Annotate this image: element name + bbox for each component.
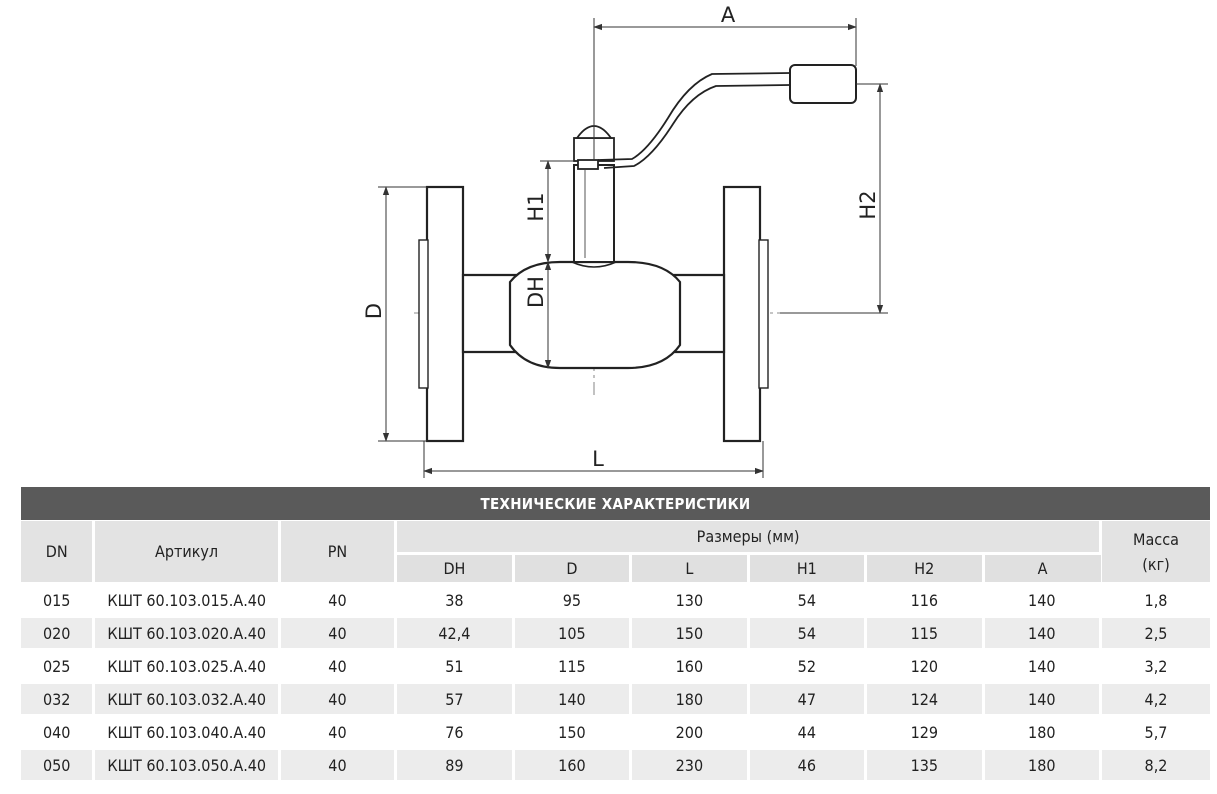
- table-row: 020 КШТ 60.103.020.А.40 40 42,4 105 150 …: [21, 616, 1210, 651]
- cell-l: 150: [630, 616, 750, 651]
- cell-d: 150: [513, 715, 633, 750]
- header-article: Артикул: [93, 520, 281, 585]
- header-mass-label: Масса: [1133, 529, 1179, 549]
- cell-h2: 120: [865, 649, 985, 684]
- table-row: 040 КШТ 60.103.040.А.40 40 76 150 200 44…: [21, 715, 1210, 750]
- cell-d: 140: [513, 682, 633, 717]
- cell-a: 140: [983, 682, 1103, 717]
- cell-mass: 8,2: [1100, 748, 1210, 783]
- cell-h2: 116: [865, 583, 985, 618]
- cell-dh: 89: [395, 748, 515, 783]
- cell-l: 130: [630, 583, 750, 618]
- cell-pn: 40: [279, 649, 398, 684]
- left-flange: [418, 185, 465, 443]
- table-title: ТЕХНИЧЕСКИЕ ХАРАКТЕРИСТИКИ: [21, 487, 1210, 521]
- cell-pn: 40: [279, 682, 398, 717]
- valve-stem: [573, 164, 615, 263]
- cell-h2: 129: [865, 715, 985, 750]
- dim-label-h1: H1: [524, 192, 548, 221]
- cell-pn: 40: [279, 715, 398, 750]
- cell-h2: 124: [865, 682, 985, 717]
- dim-label-l: L: [592, 447, 604, 471]
- cell-h2: 135: [865, 748, 985, 783]
- cell-mass: 4,2: [1100, 682, 1210, 717]
- table-row: 050 КШТ 60.103.050.А.40 40 89 160 230 46…: [21, 748, 1210, 783]
- cell-h1: 52: [748, 649, 868, 684]
- specifications-table: ТЕХНИЧЕСКИЕ ХАРАКТЕРИСТИКИ DN Артикул PN…: [21, 487, 1210, 783]
- header-l: L: [630, 553, 750, 585]
- cell-l: 200: [630, 715, 750, 750]
- table-row: 015 КШТ 60.103.015.А.40 40 38 95 130 54 …: [21, 583, 1210, 618]
- cell-d: 160: [513, 748, 633, 783]
- cell-dh: 57: [395, 682, 515, 717]
- cell-dh: 38: [395, 583, 515, 618]
- table-row: 032 КШТ 60.103.032.А.40 40 57 140 180 47…: [21, 682, 1210, 717]
- cell-dn: 050: [21, 748, 96, 783]
- cell-a: 140: [983, 649, 1103, 684]
- cell-dn: 020: [21, 616, 96, 651]
- cell-h1: 44: [748, 715, 868, 750]
- cell-dn: 015: [21, 583, 96, 618]
- header-h2: H2: [865, 553, 985, 585]
- cell-dn: 025: [21, 649, 96, 684]
- dim-label-a: A: [721, 3, 736, 27]
- cell-h2: 115: [865, 616, 985, 651]
- cell-a: 140: [983, 616, 1103, 651]
- cell-l: 160: [630, 649, 750, 684]
- cell-mass: 2,5: [1100, 616, 1210, 651]
- header-dh: DH: [395, 553, 515, 585]
- cell-l: 230: [630, 748, 750, 783]
- cell-h1: 54: [748, 583, 868, 618]
- cell-h1: 47: [748, 682, 868, 717]
- header-d: D: [513, 553, 633, 585]
- cell-l: 180: [630, 682, 750, 717]
- dim-label-h2: H2: [856, 190, 880, 219]
- header-a: A: [983, 553, 1101, 585]
- table-row: 025 КШТ 60.103.025.А.40 40 51 115 160 52…: [21, 649, 1210, 684]
- cell-article: КШТ 60.103.025.А.40: [93, 649, 281, 684]
- dim-label-d: D: [362, 303, 386, 319]
- header-mass-unit: (кг): [1142, 554, 1170, 574]
- cell-a: 180: [983, 748, 1103, 783]
- cell-d: 95: [513, 583, 633, 618]
- header-mass: Масса (кг): [1100, 520, 1210, 585]
- cell-article: КШТ 60.103.015.А.40: [93, 583, 281, 618]
- cell-dh: 42,4: [395, 616, 515, 651]
- cell-article: КШТ 60.103.040.А.40: [93, 715, 281, 750]
- cell-h1: 54: [748, 616, 868, 651]
- right-flange: [722, 185, 769, 443]
- valve-handle: [597, 64, 857, 169]
- cell-dh: 51: [395, 649, 515, 684]
- cell-a: 140: [983, 583, 1103, 618]
- cell-d: 105: [513, 616, 633, 651]
- cell-article: КШТ 60.103.032.А.40: [93, 682, 281, 717]
- cell-article: КШТ 60.103.050.А.40: [93, 748, 281, 783]
- cell-pn: 40: [279, 583, 398, 618]
- cell-pn: 40: [279, 748, 398, 783]
- cell-h1: 46: [748, 748, 868, 783]
- cell-mass: 5,7: [1100, 715, 1210, 750]
- cell-article: КШТ 60.103.020.А.40: [93, 616, 281, 651]
- cell-a: 180: [983, 715, 1103, 750]
- cell-dn: 032: [21, 682, 96, 717]
- dim-label-dh: DH: [524, 276, 548, 308]
- header-dn: DN: [21, 520, 96, 585]
- cell-dh: 76: [395, 715, 515, 750]
- valve-technical-drawing: A H2 H1 DH D L: [362, 3, 888, 478]
- header-pn: PN: [279, 520, 398, 585]
- cell-dn: 040: [21, 715, 96, 750]
- cell-mass: 3,2: [1100, 649, 1210, 684]
- cell-d: 115: [513, 649, 633, 684]
- header-h1: H1: [748, 553, 868, 585]
- header-dimensions: Размеры (мм): [395, 520, 1102, 555]
- cell-mass: 1,8: [1100, 583, 1210, 618]
- cell-pn: 40: [279, 616, 398, 651]
